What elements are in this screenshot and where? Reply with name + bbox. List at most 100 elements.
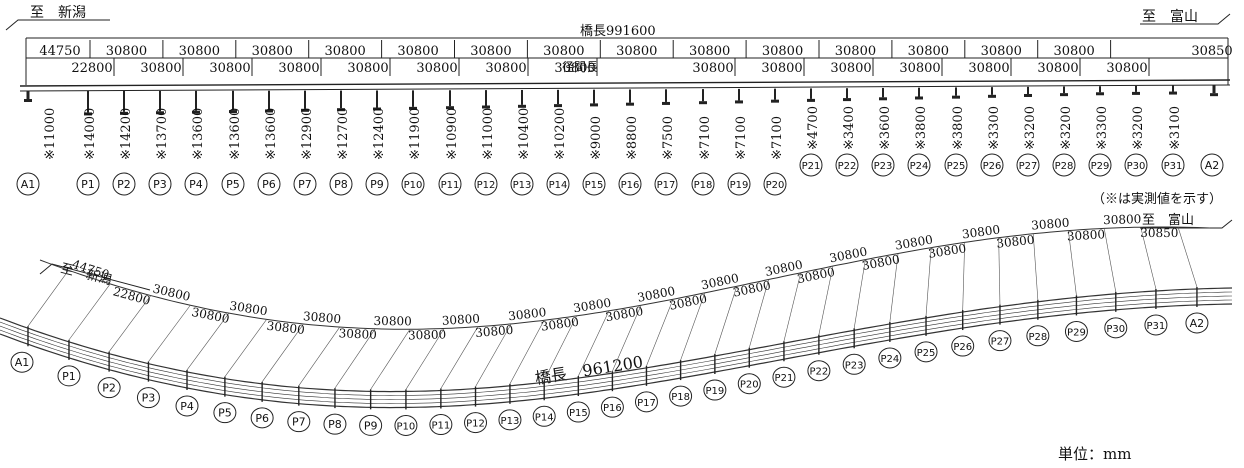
plan-span-label: 30800: [408, 327, 447, 342]
support-circle: [1052, 153, 1076, 177]
plan-leader-line: [680, 292, 706, 361]
plan-leader-line: [853, 259, 866, 329]
plan-support-marker: P21: [772, 366, 796, 388]
plan-support-circle: [136, 387, 160, 409]
support-circle: [980, 153, 1004, 177]
support-circle: [546, 172, 570, 196]
plan-leader-line: [1177, 227, 1198, 288]
span-length-label: 30800: [899, 61, 940, 76]
pier-height-label: ※11900: [408, 108, 423, 160]
support-label: P17: [657, 180, 676, 191]
plan-leader-line: [998, 237, 1001, 305]
plan-support-circle: [532, 405, 556, 427]
pier-height-label: ※3600: [878, 106, 893, 150]
plan-support-label: P13: [501, 416, 520, 427]
pier-footing: [1169, 91, 1177, 95]
plan-span-label: 30800: [894, 232, 934, 252]
plan-support-marker: P8: [323, 413, 347, 435]
support-circle: [365, 172, 389, 196]
pier-height-label: ※8800: [625, 116, 640, 160]
pier-footing: [771, 99, 779, 103]
plan-support-marker: P11: [429, 414, 453, 436]
support-marker: P10: [401, 172, 425, 196]
plan-span-label: 30800: [266, 319, 306, 337]
support-label: P23: [874, 161, 893, 172]
pier-height-label: ※12400: [372, 108, 387, 160]
support-marker: P5: [221, 172, 245, 196]
pier-footing: [1024, 93, 1032, 97]
plan-support-marker: P3: [136, 387, 160, 409]
support-label: P5: [226, 178, 240, 191]
direction-label-right: 至 富山: [1142, 8, 1198, 25]
plan-span-label: 30800: [441, 312, 480, 328]
plan-leader-line: [818, 266, 834, 335]
plan-support-marker: P17: [634, 391, 658, 413]
support-circle: [257, 172, 281, 196]
plan-leader-line: [27, 270, 69, 327]
plan-direction-label-right: 至 富山: [1142, 212, 1194, 228]
plan-support-circle: [737, 373, 761, 395]
plan-support-label: P26: [953, 342, 972, 353]
support-marker: P26: [980, 153, 1004, 177]
span-length-label: 30800: [416, 61, 457, 76]
plan-span-label: 30800: [604, 304, 644, 324]
plan-support-marker: P23: [842, 353, 866, 375]
pier-footing: [952, 95, 960, 99]
support-marker: P30: [1124, 153, 1148, 177]
pier-height-label: ※7100: [698, 116, 713, 160]
plan-support-label: P11: [431, 421, 450, 432]
pier-height-label: ※3200: [1059, 106, 1074, 150]
support-circle: [582, 172, 606, 196]
support-label: P31: [1164, 161, 1183, 172]
support-marker: P4: [184, 172, 208, 196]
support-marker: P17: [654, 172, 678, 196]
span-length-label: 30800: [692, 61, 733, 76]
plan-support-marker: P6: [250, 407, 274, 429]
support-circle: [944, 153, 968, 177]
plan-support-marker: A2: [1185, 312, 1209, 334]
plan-support-label: P15: [569, 408, 588, 419]
pier-footing: [699, 101, 707, 105]
span-length-label: 30800: [830, 61, 871, 76]
plan-support-circle: [429, 414, 453, 436]
plan-span-label: 30850: [1140, 226, 1178, 240]
plan-support-marker: P10: [394, 414, 418, 436]
pier-footing: [24, 98, 32, 102]
plan-support-circle: [10, 351, 34, 373]
support-circle: [438, 172, 462, 196]
span-length-label: 30800: [347, 61, 388, 76]
plan-direction-right-toyama: 至 富山: [1140, 212, 1233, 229]
plan-leader-line: [543, 315, 577, 381]
plan-support-marker: P28: [1026, 325, 1050, 347]
plan-support-circle: [600, 396, 624, 418]
support-circle: [654, 172, 678, 196]
plan-support-marker: P13: [498, 409, 522, 431]
support-marker: P2: [112, 172, 136, 196]
plan-leader-line: [509, 320, 545, 384]
plan-support-circle: [951, 335, 975, 357]
plan-leader-line: [783, 272, 802, 342]
pier-height-label: ※3800: [914, 106, 929, 150]
plan-support-label: P21: [775, 373, 794, 384]
plan-support-label: P28: [1028, 332, 1047, 343]
support-marker: P8: [329, 172, 353, 196]
plan-support-circle: [1185, 312, 1209, 334]
plan-support-circle: [988, 330, 1012, 352]
plan-support-marker: P25: [914, 341, 938, 363]
plan-support-circle: [772, 366, 796, 388]
support-marker: P6: [257, 172, 281, 196]
support-marker: P1: [76, 172, 100, 196]
support-circle: [907, 153, 931, 177]
span-length-caption: 径間長: [562, 60, 598, 74]
support-label: P22: [838, 161, 857, 172]
pier-height-label: ※3300: [1095, 106, 1110, 150]
plan-support-label: P31: [1147, 321, 1166, 332]
pier-height-label: ※9000: [589, 116, 604, 160]
plan-support-marker: P15: [566, 401, 590, 423]
pier-footing: [156, 111, 164, 115]
plan-support-marker: P31: [1144, 314, 1168, 336]
pier-footing: [988, 94, 996, 98]
plan-dimension-line: [39, 226, 1211, 330]
span-length-label: 30800: [485, 61, 526, 76]
road-line: [0, 299, 1233, 404]
